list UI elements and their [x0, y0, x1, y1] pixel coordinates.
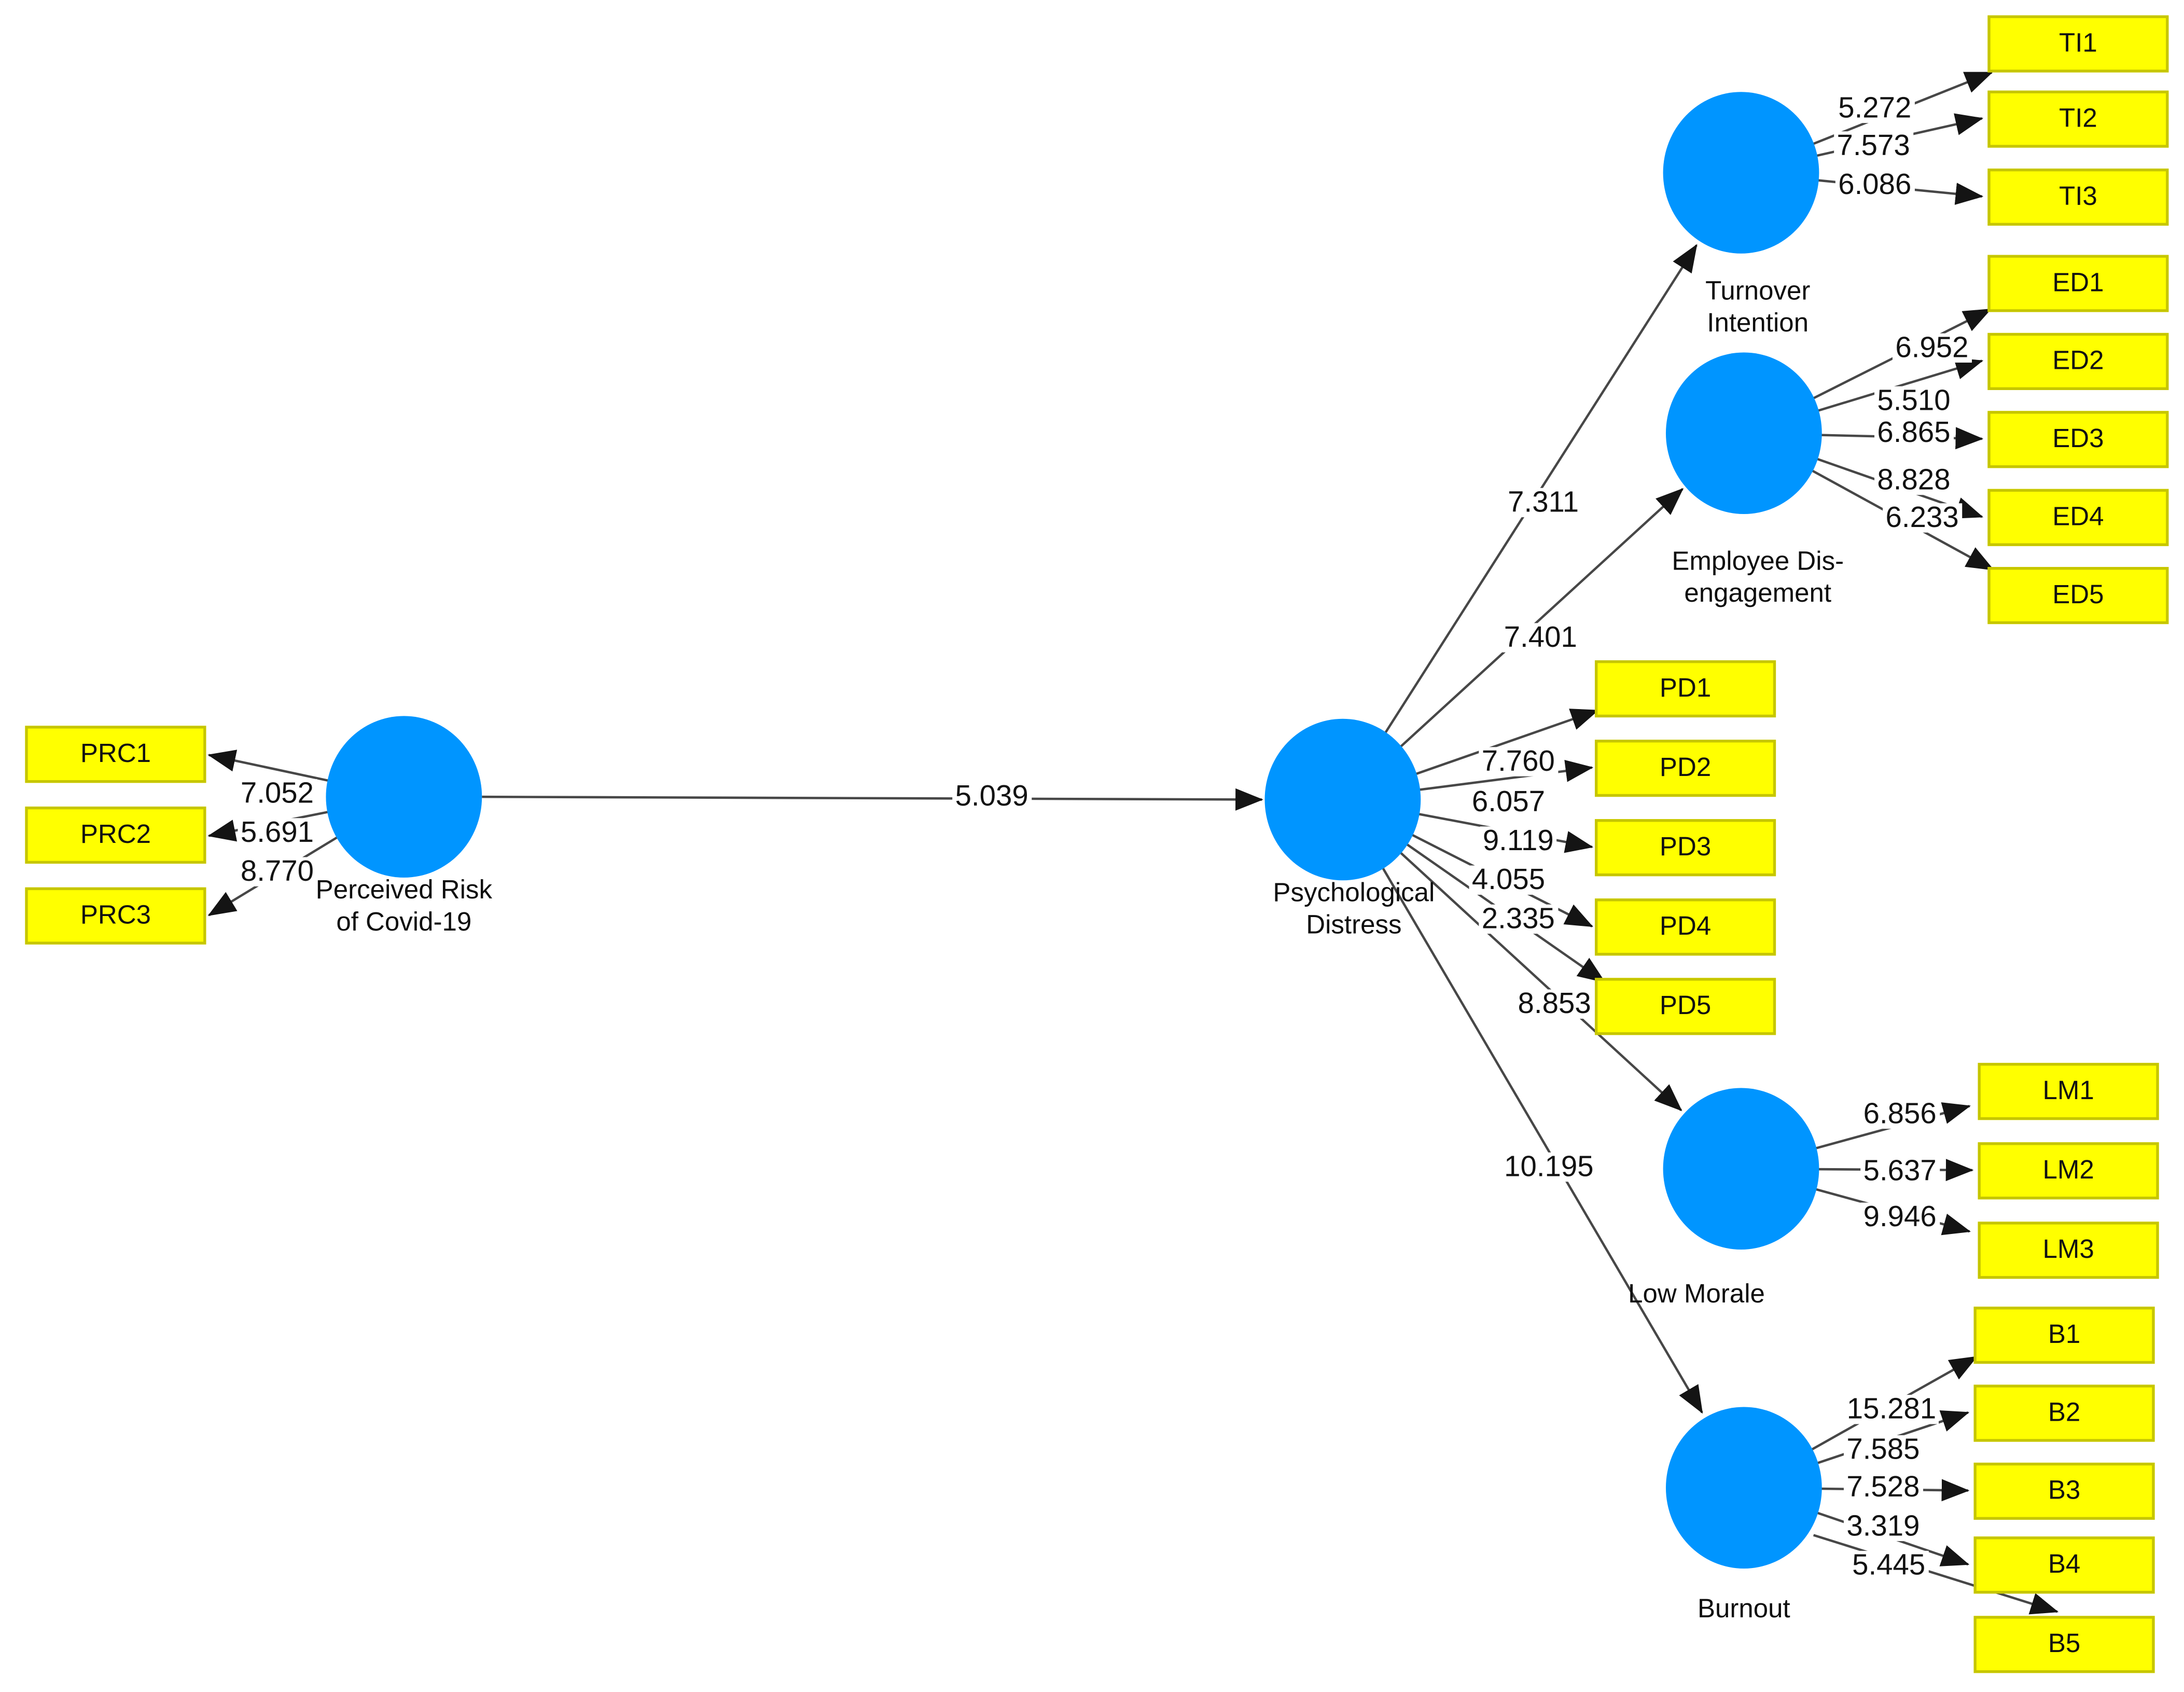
loading-PRC3: 8.770 — [238, 856, 317, 887]
indicator-box-LM2: LM2 — [1978, 1142, 2159, 1200]
latent-label-turnover-intention: Turnover Intention — [1705, 277, 1811, 339]
indicator-box-ED3: ED3 — [1987, 411, 2169, 468]
indicator-box-label: PD1 — [1659, 673, 1712, 703]
loading-PD1: 7.760 — [1479, 746, 1558, 777]
indicator-box-B2: B2 — [1973, 1384, 2155, 1442]
latent-label-employee-disengagement: Employee Dis- engagement — [1672, 547, 1844, 609]
loading-TI2: 7.573 — [1834, 131, 1913, 161]
loading-B1: 15.281 — [1844, 1394, 1939, 1425]
indicator-box-PRC1: PRC1 — [25, 726, 206, 783]
indicator-box-PD1: PD1 — [1595, 660, 1776, 718]
indicator-box-label: B4 — [2048, 1549, 2081, 1579]
indicator-box-ED1: ED1 — [1987, 255, 2169, 312]
indicator-box-TI2: TI2 — [1987, 90, 2169, 148]
latent-label-low-morale: Low Morale — [1628, 1280, 1765, 1310]
indicator-box-label: B5 — [2048, 1629, 2081, 1659]
loading-PRC2: 5.691 — [238, 817, 317, 848]
indicator-box-label: B1 — [2048, 1320, 2081, 1350]
indicator-box-B3: B3 — [1973, 1462, 2155, 1520]
loading-PD2: 6.057 — [1469, 787, 1548, 817]
loading-ED1: 6.952 — [1892, 333, 1971, 363]
loading-ED5: 6.233 — [1883, 503, 1962, 533]
loading-PD4: 4.055 — [1469, 865, 1548, 895]
loading-B3: 7.528 — [1843, 1472, 1923, 1503]
indicator-box-label: LM3 — [2042, 1235, 2094, 1265]
loading-TI1: 5.272 — [1835, 93, 1914, 123]
indicator-box-B5: B5 — [1973, 1616, 2155, 1673]
indicator-box-label: ED4 — [2052, 502, 2104, 532]
loading-LM2: 5.637 — [1860, 1156, 1940, 1186]
tvalue-pd-to-disengagement: 7.401 — [1501, 622, 1580, 653]
latent-node-perceived-risk — [326, 716, 482, 878]
loading-PRC1: 7.052 — [238, 779, 317, 809]
indicator-box-TI3: TI3 — [1987, 168, 2169, 226]
latent-label-perceived-risk: Perceived Risk of Covid-19 — [315, 876, 492, 937]
path-pd-to-turnover — [1341, 244, 1698, 800]
indicator-box-label: ED1 — [2052, 268, 2104, 298]
loading-TI3: 6.086 — [1835, 170, 1914, 200]
latent-node-burnout — [1665, 1407, 1822, 1569]
indicator-box-B4: B4 — [1973, 1536, 2155, 1594]
loading-LM1: 6.856 — [1860, 1099, 1940, 1129]
loading-ED2: 5.510 — [1874, 386, 1953, 416]
loading-PD5: 2.335 — [1479, 904, 1558, 934]
indicator-box-PD4: PD4 — [1595, 898, 1776, 956]
indicator-arrow-B5 — [1813, 1534, 2059, 1615]
indicator-box-PD5: PD5 — [1595, 978, 1776, 1035]
tvalue-pd-to-burnout: 10.195 — [1501, 1152, 1597, 1182]
latent-node-psychological-distress — [1264, 718, 1421, 881]
indicator-box-label: TI1 — [2059, 29, 2097, 58]
indicator-box-LM1: LM1 — [1978, 1063, 2159, 1120]
indicator-box-ED5: ED5 — [1987, 567, 2169, 625]
indicator-box-label: PRC3 — [80, 900, 151, 930]
indicator-box-label: TI2 — [2059, 104, 2097, 133]
indicator-box-label: LM1 — [2042, 1076, 2094, 1106]
latent-node-turnover-intention — [1663, 92, 1819, 254]
indicator-box-PRC3: PRC3 — [25, 887, 206, 945]
indicator-box-label: PD2 — [1659, 753, 1712, 782]
loading-B4: 3.319 — [1843, 1511, 1923, 1542]
tvalue-prc-to-pd: 5.039 — [952, 781, 1032, 812]
path-pd-to-burnout — [1341, 799, 1703, 1414]
indicator-box-label: ED2 — [2052, 346, 2104, 376]
indicator-box-B1: B1 — [1973, 1307, 2155, 1364]
indicator-box-PD3: PD3 — [1595, 819, 1776, 877]
indicator-box-TI1: TI1 — [1987, 15, 2169, 73]
indicator-box-label: PRC2 — [80, 820, 151, 849]
indicator-box-ED2: ED2 — [1987, 332, 2169, 390]
loading-PD3: 9.119 — [1480, 826, 1557, 856]
indicator-box-label: PD4 — [1659, 911, 1712, 941]
indicator-box-label: B3 — [2048, 1476, 2081, 1505]
loading-B5: 5.445 — [1849, 1550, 1928, 1580]
indicator-box-LM3: LM3 — [1978, 1222, 2159, 1279]
indicator-box-label: TI3 — [2059, 182, 2097, 211]
latent-label-burnout: Burnout — [1698, 1595, 1790, 1625]
tvalue-pd-to-low-morale: 8.853 — [1515, 989, 1594, 1019]
latent-node-low-morale — [1663, 1088, 1819, 1250]
loading-B2: 7.585 — [1843, 1435, 1923, 1465]
indicator-box-label: PD5 — [1659, 991, 1712, 1021]
indicator-box-label: PRC1 — [80, 739, 151, 769]
tvalue-pd-to-turnover: 7.311 — [1505, 488, 1582, 518]
loading-ED3: 6.865 — [1874, 418, 1953, 448]
indicator-box-ED4: ED4 — [1987, 489, 2169, 546]
loading-LM3: 9.946 — [1860, 1202, 1940, 1232]
indicator-box-label: LM2 — [2042, 1155, 2094, 1185]
indicator-box-label: ED5 — [2052, 580, 2104, 609]
latent-node-employee-disengagement — [1665, 352, 1822, 514]
path-prc-to-pd — [482, 788, 1263, 811]
loading-ED4: 8.828 — [1874, 465, 1953, 495]
indicator-box-label: ED3 — [2052, 424, 2104, 454]
indicator-box-label: B2 — [2048, 1397, 2081, 1427]
indicator-box-PRC2: PRC2 — [25, 806, 206, 864]
indicator-box-label: PD3 — [1659, 832, 1712, 862]
latent-label-psychological-distress: Psychological Distress — [1273, 879, 1435, 940]
indicator-box-PD2: PD2 — [1595, 740, 1776, 797]
